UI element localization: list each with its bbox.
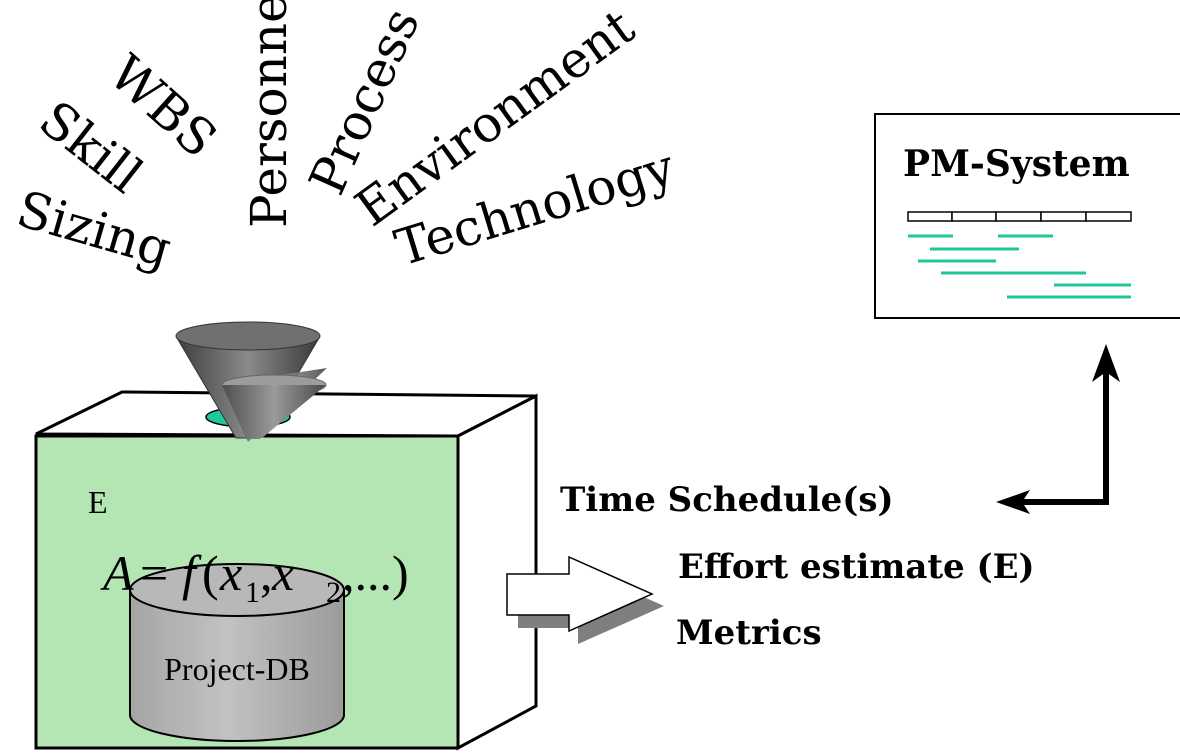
project-db-cylinder: Project-DB: [129, 563, 345, 742]
pm-system-title: PM-System: [903, 143, 1130, 185]
formula-open-paren: (: [202, 545, 219, 601]
factor-personnel: Personnel: [240, 0, 298, 228]
formula-sub2: 2: [326, 576, 341, 609]
box-side-face: [456, 393, 538, 751]
estimation-box: E Project-DB A = f ( x 1 , x 2 ,...): [34, 390, 538, 751]
metrics-label: Metrics: [676, 613, 822, 653]
effort-estimate-label: Effort estimate (E): [678, 547, 1035, 587]
formula-x1: x: [219, 545, 242, 601]
formula-eq: =: [140, 545, 168, 601]
factor-sizing: Sizing: [11, 180, 178, 279]
up-arrowhead-icon: [1092, 344, 1120, 382]
left-arrowhead-icon: [996, 490, 1030, 514]
gantt-bars: [908, 234, 1131, 299]
pm-connector-line: [1022, 370, 1109, 505]
funnel: [175, 321, 327, 442]
formula-lhs: A: [100, 545, 134, 601]
output-arrow-body: [506, 555, 654, 633]
box-label-e: E: [88, 484, 108, 520]
gantt-header: [907, 211, 1132, 222]
output-arrow: [506, 555, 664, 644]
formula-x2: x: [271, 545, 294, 601]
pm-system-panel: PM-System: [874, 113, 1180, 319]
pm-connector: [996, 344, 1120, 514]
outputs: Time Schedule(s) Effort estimate (E) Met…: [560, 480, 1035, 653]
input-factors: WBS Skill Sizing Personnel Process Envir…: [11, 0, 682, 279]
formula-rest: ,...): [342, 545, 409, 601]
formula-comma1: ,: [260, 545, 273, 601]
project-db-label: Project-DB: [164, 651, 310, 687]
time-schedule-label: Time Schedule(s): [560, 480, 894, 520]
formula-sub1: 1: [245, 576, 260, 609]
